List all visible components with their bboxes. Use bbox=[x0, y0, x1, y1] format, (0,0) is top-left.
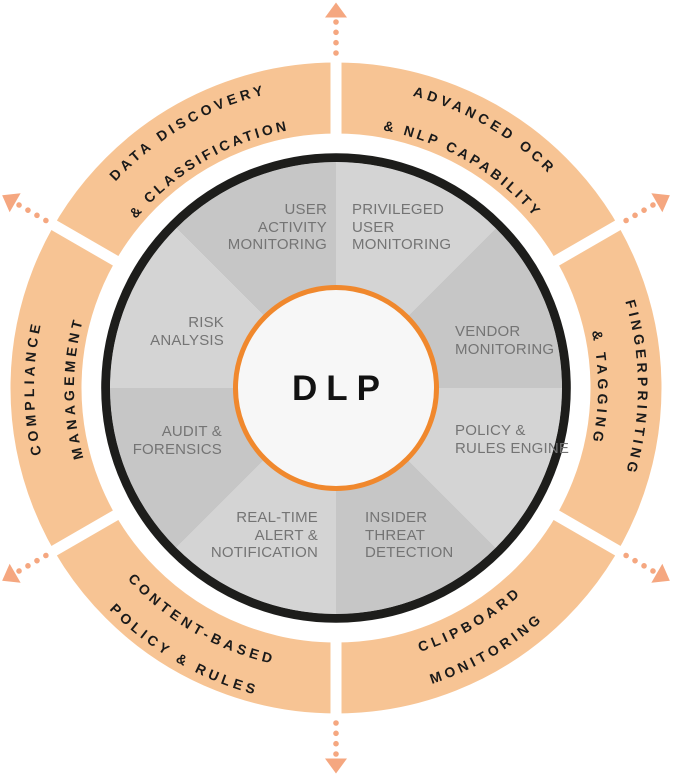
arrow-dot bbox=[632, 557, 638, 564]
ring-divider bbox=[546, 214, 632, 270]
ring-label-line: MANAGEMENT bbox=[61, 315, 83, 462]
arrow-dot bbox=[641, 207, 647, 213]
inner-segment-label-realtime: REAL-TIME ALERT & NOTIFICATION bbox=[210, 509, 318, 561]
arrow-dot bbox=[16, 568, 22, 574]
arrow-dot bbox=[43, 552, 49, 559]
ring-label-compliance: COMPLIANCE MANAGEMENT bbox=[21, 315, 87, 462]
arrow-dot bbox=[333, 39, 339, 46]
center-hub bbox=[233, 285, 439, 491]
arrow-dot bbox=[623, 217, 629, 224]
arrow-dot bbox=[623, 552, 629, 559]
arrow-dot bbox=[333, 720, 339, 726]
arrow-upper-right bbox=[623, 193, 670, 224]
arrow-up bbox=[325, 2, 347, 56]
center-label: DLP bbox=[292, 369, 389, 408]
arrow-dot bbox=[16, 202, 22, 208]
ring-label-line: & TAGGING bbox=[589, 329, 607, 447]
ring-divider bbox=[546, 506, 632, 562]
arrow-head bbox=[325, 2, 347, 18]
arrow-dot bbox=[632, 212, 638, 219]
arrow-down bbox=[325, 720, 347, 774]
svg-text:& TAGGING: & TAGGING bbox=[589, 329, 611, 447]
arrow-lower-left bbox=[2, 552, 49, 583]
arrow-dot bbox=[641, 563, 647, 569]
arrow-dot bbox=[333, 29, 339, 36]
arrow-head bbox=[651, 193, 670, 213]
ring-dividers bbox=[40, 50, 632, 726]
arrow-dot bbox=[43, 217, 49, 224]
arrow-dot bbox=[333, 50, 339, 56]
arrow-dot bbox=[34, 212, 40, 219]
arrow-dot bbox=[34, 557, 40, 564]
arrow-dot bbox=[333, 19, 339, 25]
inner-segment-label-vendor: VENDOR MONITORING bbox=[455, 323, 555, 358]
arrow-dot bbox=[25, 563, 31, 569]
svg-text:MANAGEMENT: MANAGEMENT bbox=[61, 315, 87, 462]
arrow-lower-right bbox=[623, 552, 670, 583]
inner-segment-label-policy-rules: POLICY & RULES ENGINE bbox=[455, 422, 570, 457]
inner-wheel-border bbox=[101, 153, 571, 623]
arrow-dot bbox=[650, 568, 656, 574]
arrow-head bbox=[325, 758, 347, 774]
arrow-head bbox=[2, 193, 21, 213]
ring-divider bbox=[40, 506, 126, 562]
arrow-upper-left bbox=[2, 193, 49, 224]
arrow-dot bbox=[25, 207, 31, 213]
ring-label-line: COMPLIANCE bbox=[21, 319, 40, 457]
arrow-dot bbox=[650, 202, 656, 208]
inner-segment-label-user-activity: USER ACTIVITY MONITORING bbox=[227, 201, 327, 253]
ring-divider bbox=[40, 214, 126, 270]
arrow-head bbox=[2, 563, 21, 583]
inner-segment-label-audit: AUDIT & FORENSICS bbox=[132, 423, 222, 458]
inner-segment-label-insider: INSIDER THREAT DETECTION bbox=[365, 509, 454, 561]
inner-segment-label-privileged: PRIVILEGED USER MONITORING bbox=[352, 201, 452, 253]
arrow-head bbox=[651, 563, 670, 583]
inner-segment-label-risk: RISK ANALYSIS bbox=[150, 314, 224, 349]
arrow-dot bbox=[333, 730, 339, 737]
arrow-dot bbox=[333, 751, 339, 757]
svg-text:COMPLIANCE: COMPLIANCE bbox=[21, 319, 44, 457]
arrow-dot bbox=[333, 740, 339, 747]
